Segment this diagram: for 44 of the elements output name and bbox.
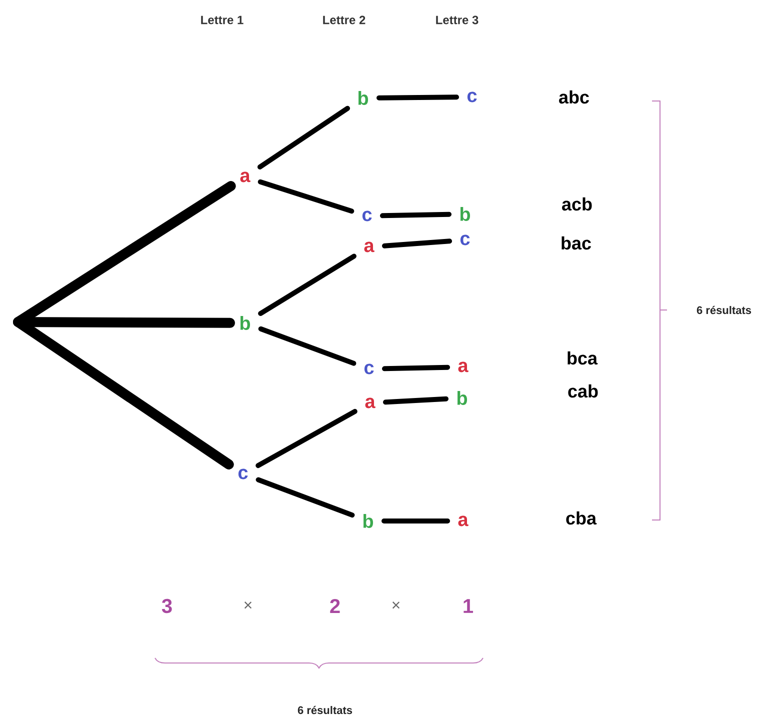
result-text: cab <box>568 384 598 398</box>
letter: a <box>458 516 468 526</box>
count-number: 1 <box>464 599 474 613</box>
letter: c <box>238 468 248 480</box>
branch-line <box>382 518 450 524</box>
letter: c <box>467 92 477 102</box>
times-sign: × <box>244 602 252 609</box>
branch-line <box>258 254 356 316</box>
branch-line <box>257 106 350 170</box>
letter: a <box>240 172 250 182</box>
branch-line <box>380 212 452 218</box>
branch-line <box>382 238 452 248</box>
letter: a <box>364 242 374 252</box>
result-text: cba <box>566 511 597 525</box>
branch-line <box>256 408 358 468</box>
letter: c <box>364 364 374 374</box>
letter: b <box>363 514 374 528</box>
result-text: bca <box>568 351 598 365</box>
branch-line <box>13 317 234 470</box>
times-sign: × <box>392 602 400 609</box>
count-number: 3 <box>162 598 172 614</box>
branch-line <box>258 326 356 366</box>
result-text: acb <box>562 197 592 211</box>
letter: a <box>365 398 376 408</box>
letter: b <box>460 207 470 221</box>
letter: c <box>460 234 470 246</box>
brace-label: 6 résultats <box>696 306 752 314</box>
letter: c <box>362 210 372 222</box>
letter: b <box>457 391 468 405</box>
branch-line <box>382 364 450 372</box>
branch-line <box>258 179 354 214</box>
branch-line <box>376 94 460 100</box>
brace-label: 6 résultats <box>298 706 352 714</box>
column-header: Lettre 2 <box>323 16 366 24</box>
branch-line <box>382 396 448 405</box>
letter: b <box>240 316 250 330</box>
result-text: bac <box>562 236 591 250</box>
branch-line <box>256 477 355 518</box>
count-number: 2 <box>330 599 340 613</box>
result-text: abc <box>559 90 589 104</box>
letter: a <box>458 362 468 372</box>
letter: b <box>358 91 368 105</box>
column-header: Lettre 1 <box>201 16 244 24</box>
column-header: Lettre 3 <box>436 16 478 24</box>
